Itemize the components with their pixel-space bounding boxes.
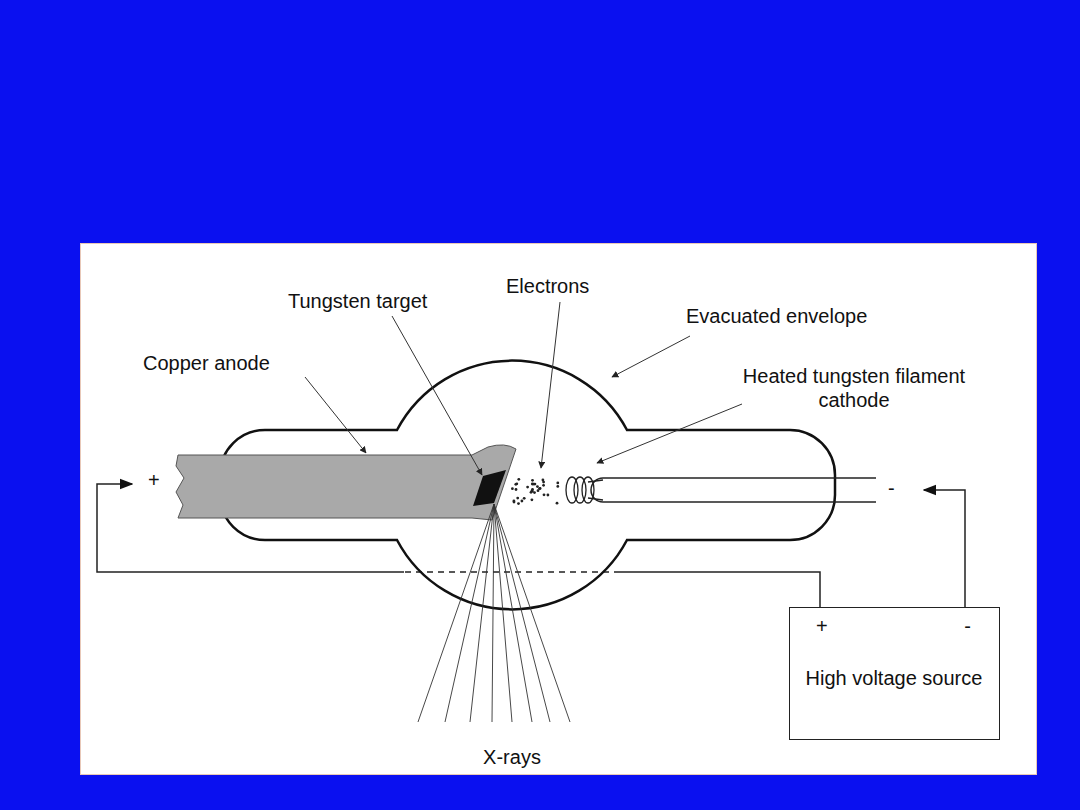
part-label: Tungsten target (288, 289, 427, 313)
wire (924, 490, 965, 607)
part-label: Electrons (506, 274, 589, 298)
filament-coil (566, 477, 603, 503)
leader-line (612, 336, 690, 377)
part-label: + (148, 468, 160, 492)
leader-line (541, 302, 560, 468)
cathode-lead (603, 477, 876, 479)
part-label: - (888, 476, 895, 500)
box-text: + (816, 614, 828, 638)
electron-dots (511, 478, 559, 505)
part-label: Copper anode (143, 351, 270, 375)
tungsten-target (473, 470, 506, 506)
leader-line (392, 316, 482, 475)
box-text: High voltage source (804, 666, 984, 690)
wire (620, 572, 820, 607)
leader-line (305, 377, 366, 453)
part-label: X-rays (483, 745, 541, 769)
part-label: Heated tungsten filament cathode (712, 364, 996, 412)
box-text: - (964, 614, 971, 638)
source-box: + - High voltage source (789, 607, 1000, 740)
cathode-lead (603, 501, 876, 503)
leader-line (597, 404, 742, 463)
part-label: Evacuated envelope (686, 304, 867, 328)
copper-anode (176, 445, 516, 520)
x-ray-beams (418, 504, 570, 722)
